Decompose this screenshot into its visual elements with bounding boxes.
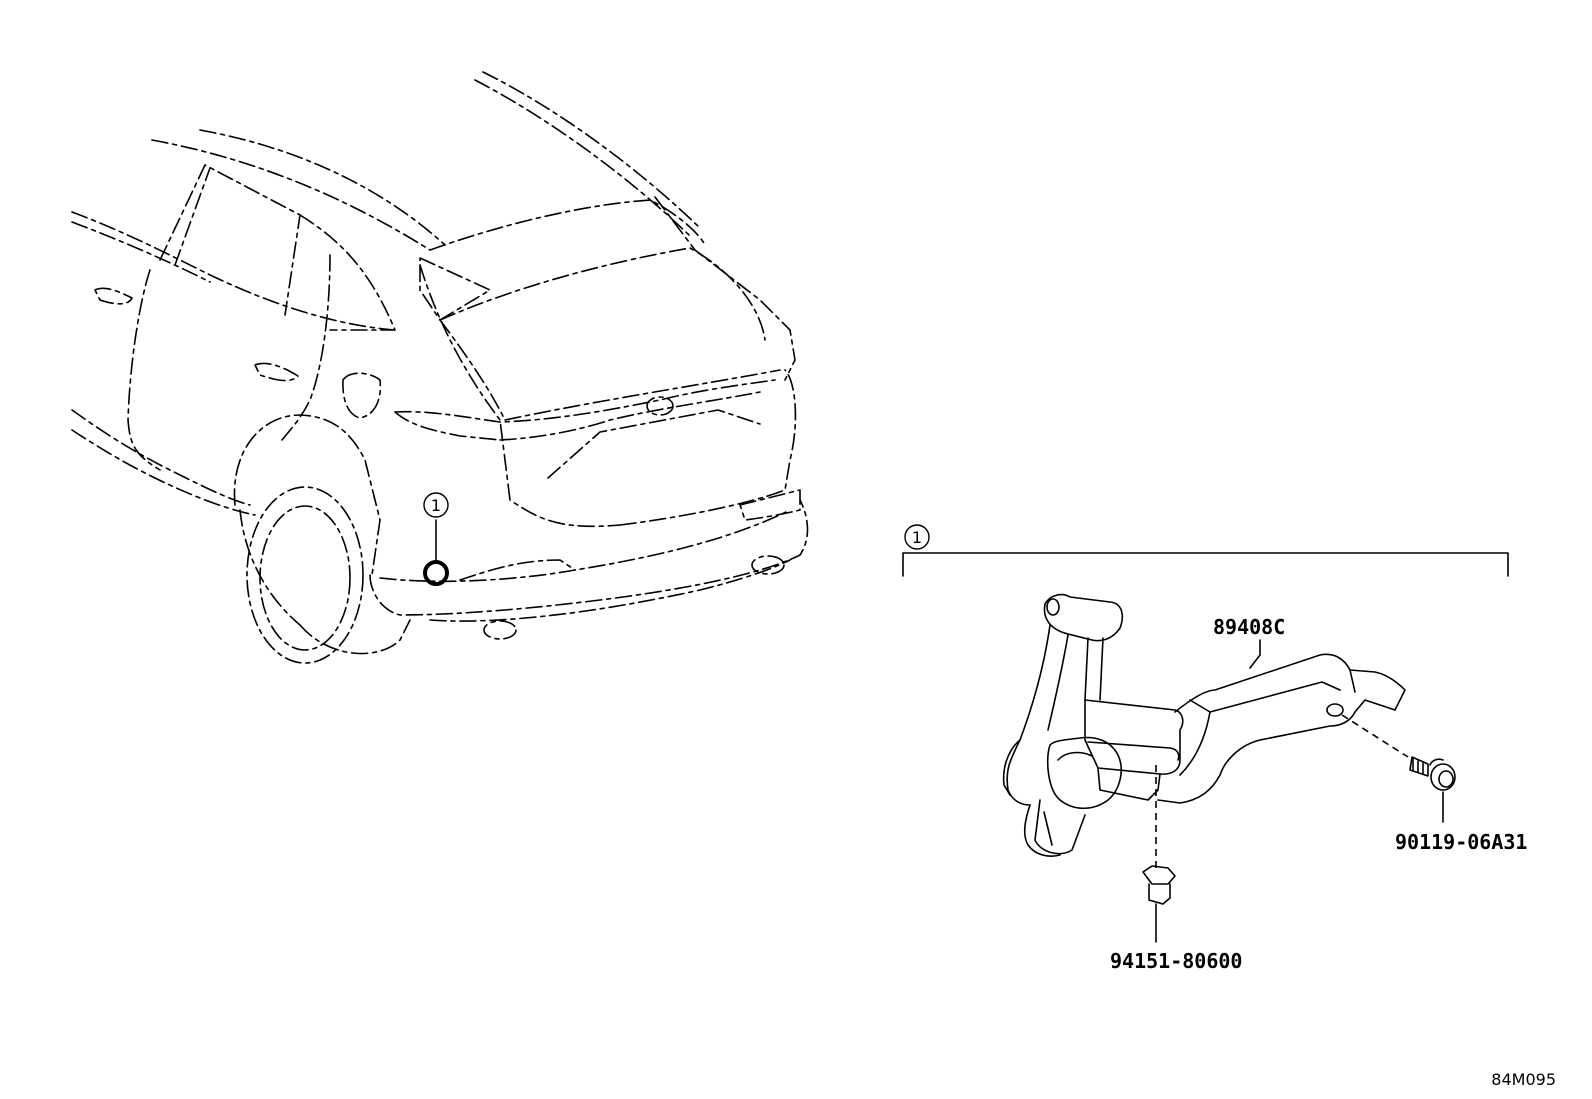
group-callout-1: 1 (904, 524, 930, 550)
part-number-bolt: 90119-06A31 (1395, 830, 1527, 854)
car-callout-1: 1 (423, 492, 449, 518)
group-callout-number: 1 (912, 528, 922, 547)
part-number-nut: 94151-80600 (1110, 949, 1242, 973)
diagram-code: 84M095 (1491, 1070, 1556, 1089)
bolt-drawing (1341, 714, 1456, 823)
assembly-group-bracket (902, 552, 1509, 577)
sensor-leader (1249, 639, 1261, 669)
height-control-sensor-drawing (1002, 593, 1406, 857)
car-callout-number: 1 (431, 496, 441, 515)
nut-drawing (1142, 765, 1176, 943)
vehicle-illustration (71, 71, 809, 664)
part-number-sensor: 89408C (1213, 615, 1285, 639)
